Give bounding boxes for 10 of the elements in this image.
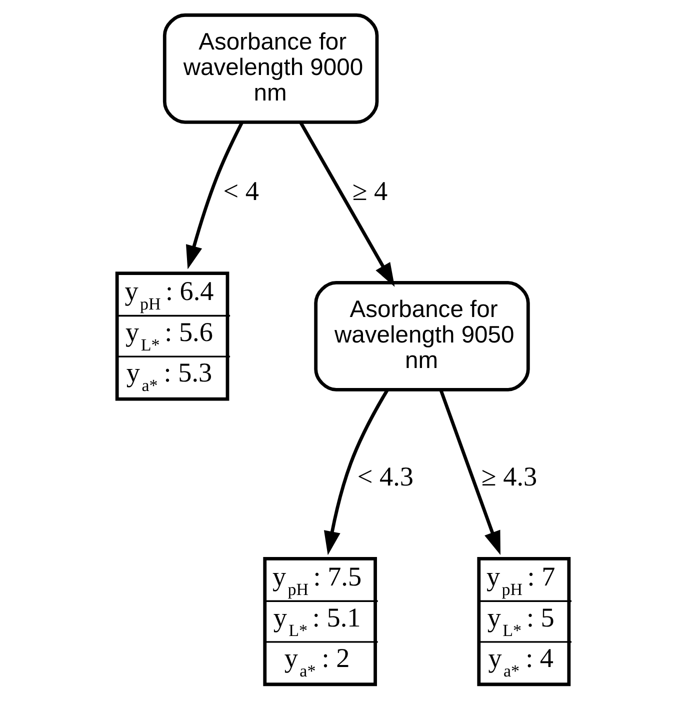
arrow (439, 390, 500, 555)
edge-label: < 4.3 (357, 461, 414, 492)
edge-label: ≥ 4 (352, 176, 388, 206)
node-box: Asorbance for wavelength 9000 nm (162, 13, 379, 124)
edge-label: ≥ 4.3 (481, 461, 538, 492)
arrow (299, 122, 395, 287)
arrow (186, 122, 244, 270)
arrow (324, 388, 389, 556)
node-box: Asorbance for wavelength 9050 nm (314, 280, 530, 392)
edge-label: < 4 (223, 176, 259, 206)
